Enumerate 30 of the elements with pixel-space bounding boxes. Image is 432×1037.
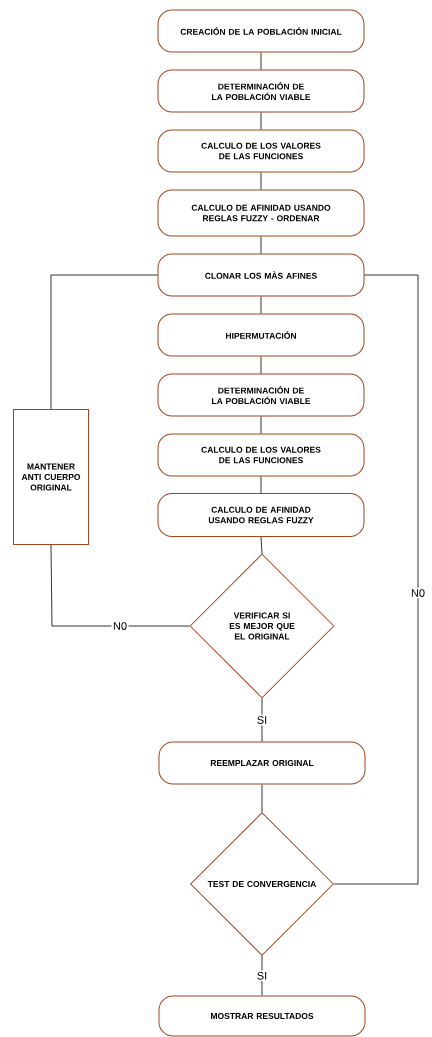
process-box: MOSTRAR RESULTADOS [158, 995, 366, 1037]
connector-line [260, 296, 262, 314]
process-box: CALCULO DE AFINIDAD USANDO REGLAS FUZZY - ORDENAR [157, 189, 365, 237]
process-box: CLONAR LOS MÀS AFINES [157, 253, 365, 297]
connector-line [260, 112, 262, 130]
process-box: DETERMINACIÓN DE LA POBLACIÓN VIABLE [157, 69, 365, 113]
process-box: DETERMINACIÓN DE LA POBLACIÓN VIABLE [157, 373, 365, 417]
connector-line [260, 536, 263, 554]
connector-line [260, 476, 262, 494]
process-box: REEMPLAZAR ORIGINAL [158, 741, 366, 785]
process-box: MANTENER ANTI CUERPO ORIGINAL [13, 409, 89, 545]
connector-line [260, 172, 262, 190]
edge-label: SI [255, 970, 269, 982]
process-box: HIPERMUTACIÓN [157, 313, 365, 357]
connector-line [261, 784, 263, 813]
connector-line [50, 544, 190, 627]
connector-line [261, 698, 263, 742]
edge-label: N0 [111, 620, 129, 632]
edge-label: SI [255, 714, 269, 726]
process-box: CALCULO DE LOS VALORES DE LAS FUNCIONES [157, 433, 365, 477]
connector-line [260, 52, 262, 70]
process-box: CALCULO DE LOS VALORES DE LAS FUNCIONES [157, 129, 365, 173]
connector-line [260, 356, 262, 374]
connector-line [333, 274, 419, 885]
process-box: CALCULO DE AFINIDAD USANDO REGLAS FUZZY [157, 493, 365, 537]
connector-line [50, 274, 158, 410]
connector-line [260, 416, 262, 434]
edge-label: N0 [409, 587, 427, 599]
connector-line [260, 236, 262, 254]
process-box: CREACIÓN DE LA POBLACIÓN INICIAL [157, 9, 365, 53]
